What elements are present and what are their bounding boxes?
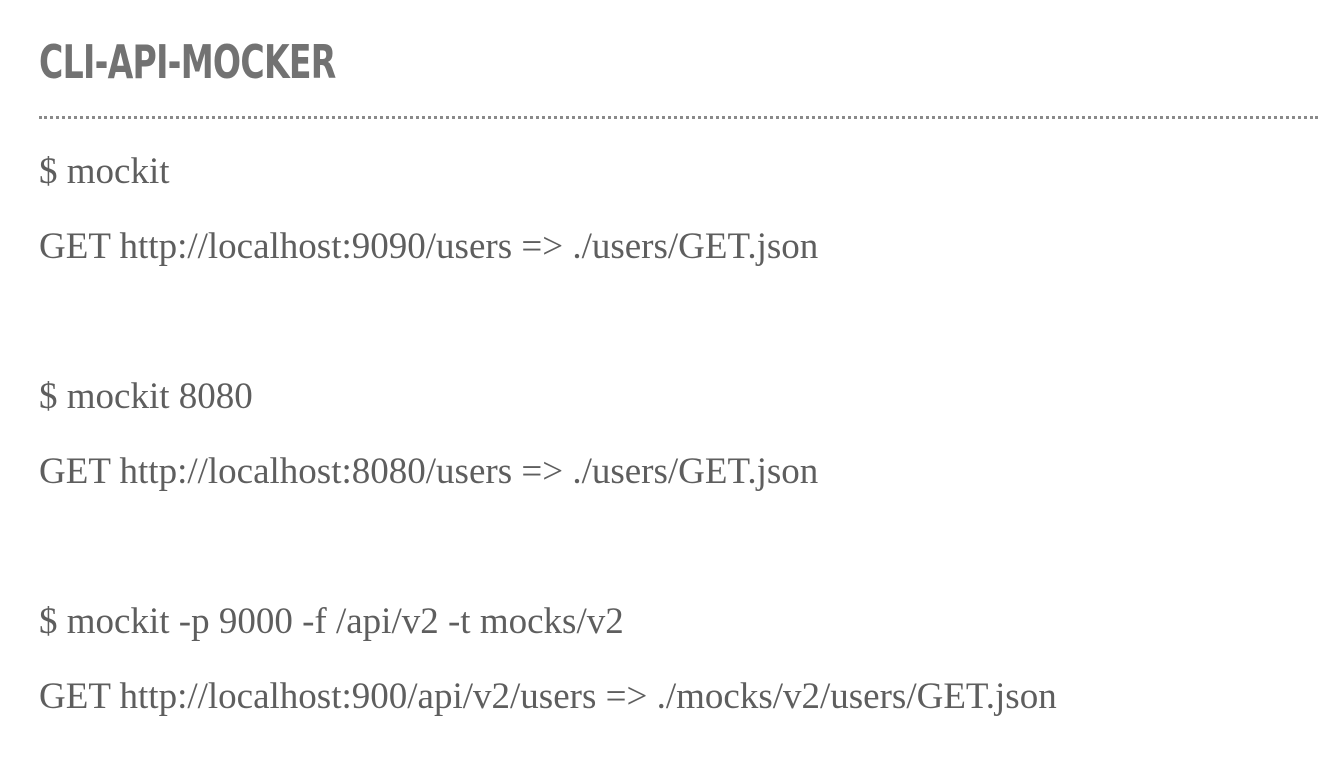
example-1-command: $ mockit [39,151,170,192]
dotted-divider [39,116,1318,119]
page-title: CLI-API-MOCKER [39,35,336,89]
example-2-command: $ mockit 8080 [39,376,253,417]
example-1-output: GET http://localhost:9090/users => ./use… [39,226,819,267]
example-2-output: GET http://localhost:8080/users => ./use… [39,451,819,492]
example-3-output: GET http://localhost:900/api/v2/users =>… [39,676,1057,717]
example-3-command: $ mockit -p 9000 -f /api/v2 -t mocks/v2 [39,601,624,642]
